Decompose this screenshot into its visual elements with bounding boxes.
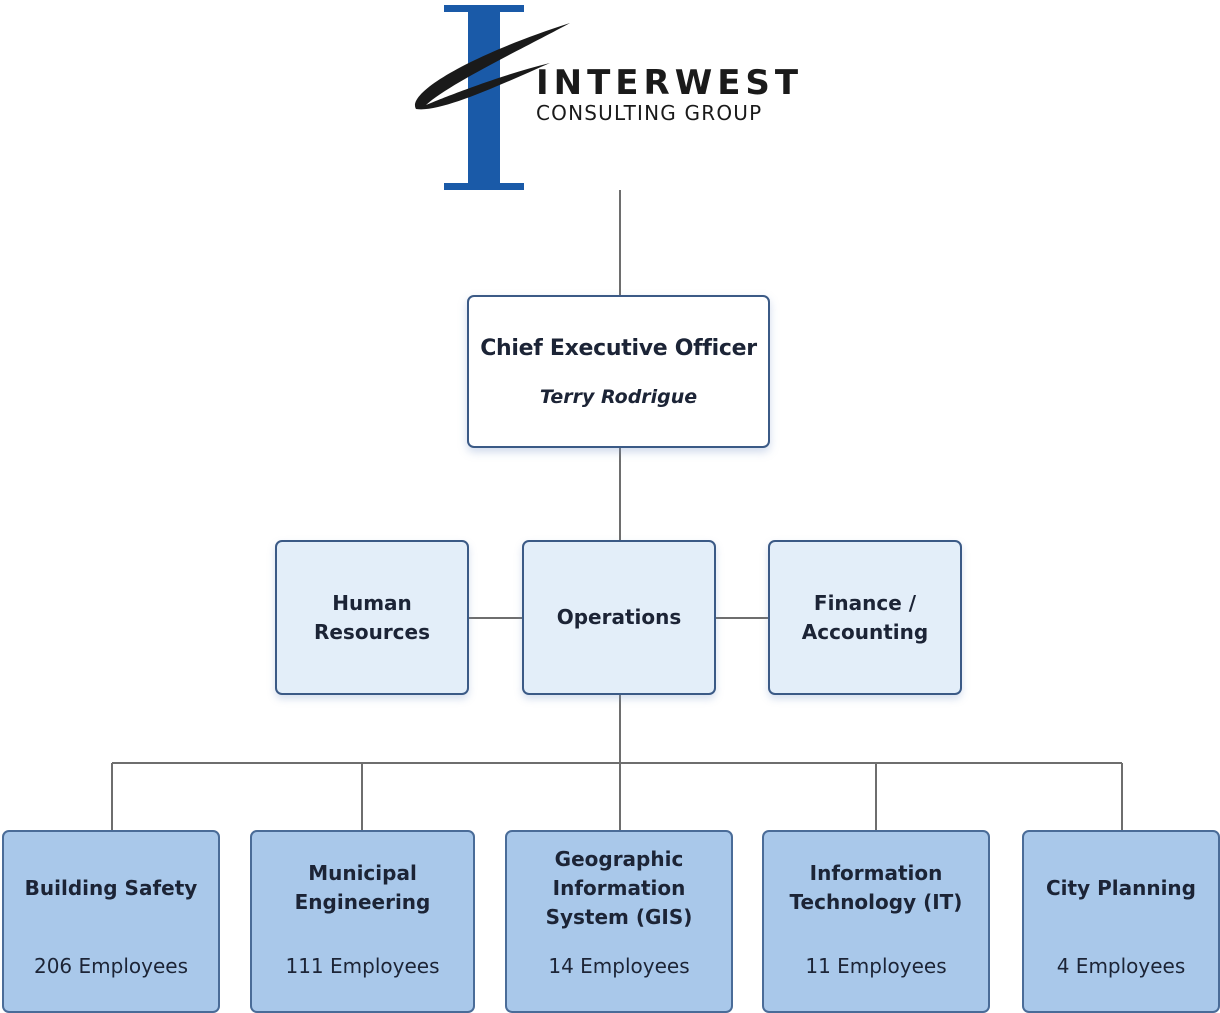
finance-accounting-label: Finance / Accounting <box>801 590 929 644</box>
ceo-name: Terry Rodrigue <box>539 385 698 408</box>
human-resources-label: Human Resources <box>313 590 431 644</box>
department-employees: 4 Employees <box>1056 954 1186 978</box>
human-resources-box: Human Resources <box>275 540 469 695</box>
logo-subtitle: CONSULTING GROUP <box>536 101 763 125</box>
finance-accounting-box: Finance / Accounting <box>768 540 962 695</box>
department-name: Municipal Engineering <box>294 861 431 914</box>
department-name: Information Technology (IT) <box>789 861 963 914</box>
department-it: Information Technology (IT) 11 Employees <box>762 830 990 1013</box>
department-name: City Planning <box>1046 875 1196 900</box>
department-municipal-engineering: Municipal Engineering 111 Employees <box>250 830 475 1013</box>
department-name: Geographic Information System (GIS) <box>545 846 693 929</box>
department-building-safety: Building Safety 206 Employees <box>2 830 220 1013</box>
department-employees: 14 Employees <box>548 954 690 978</box>
ceo-box: Chief Executive Officer Terry Rodrigue <box>467 295 770 448</box>
department-gis: Geographic Information System (GIS) 14 E… <box>505 830 733 1013</box>
logo-name: INTERWEST <box>536 63 804 103</box>
department-employees: 11 Employees <box>805 954 947 978</box>
operations-box: Operations <box>522 540 716 695</box>
department-city-planning: City Planning 4 Employees <box>1022 830 1220 1013</box>
department-employees: 111 Employees <box>285 954 440 978</box>
department-employees: 206 Employees <box>33 954 188 978</box>
operations-label: Operations <box>556 605 682 629</box>
logo-mark-icon <box>414 5 570 190</box>
department-name: Building Safety <box>24 875 198 900</box>
interwest-logo: INTERWEST CONSULTING GROUP <box>410 5 840 193</box>
ceo-title: Chief Executive Officer <box>480 335 757 361</box>
